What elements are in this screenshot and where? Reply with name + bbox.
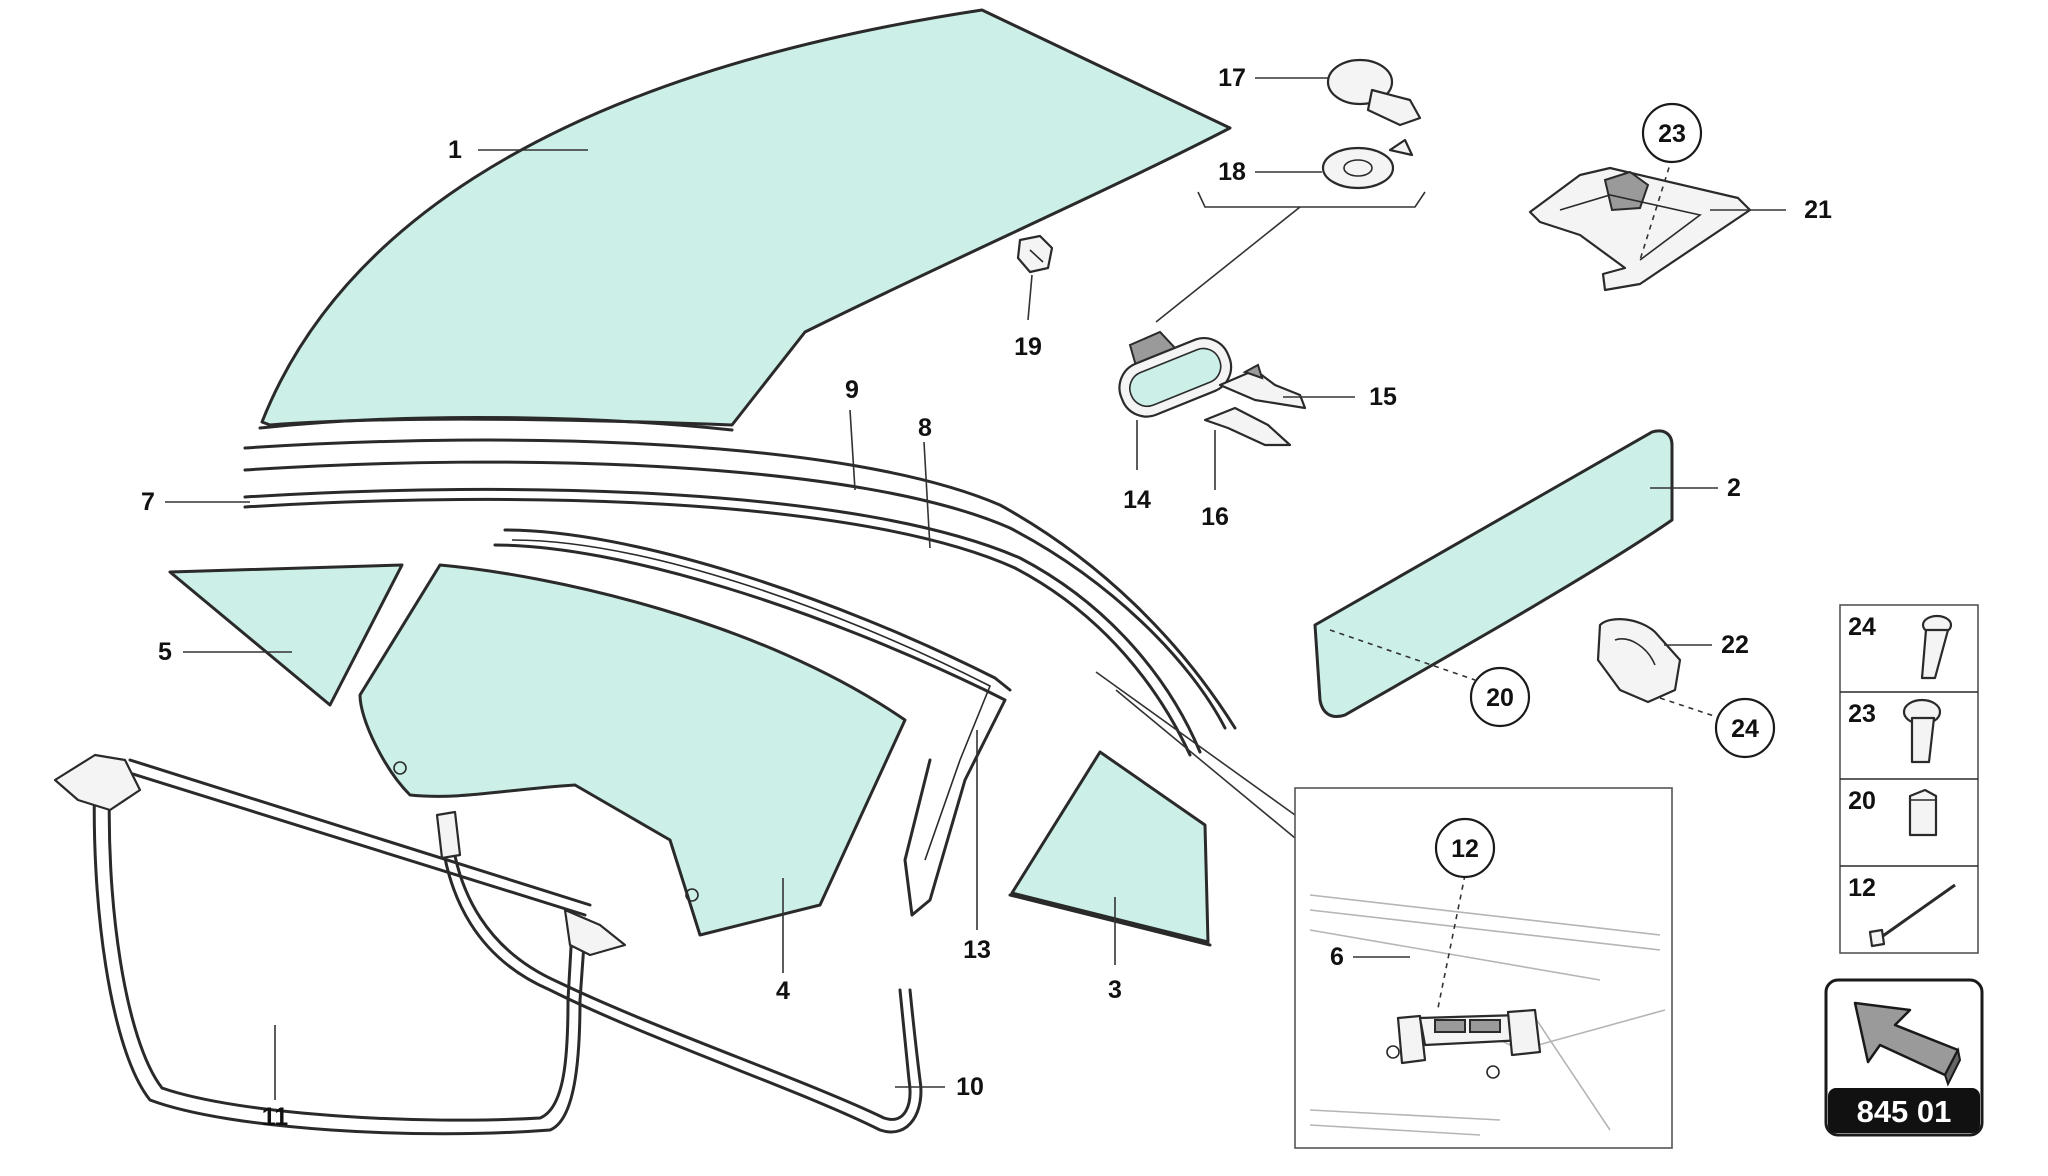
callout-6: 6: [1330, 943, 1344, 971]
callout-14: 14: [1123, 486, 1151, 514]
legend-number-20: 20: [1848, 787, 1876, 815]
page-nav-badge[interactable]: 845 01: [1824, 978, 1984, 1137]
sensor-bracket-part-21: [1528, 166, 1752, 292]
legend-number-23: 23: [1848, 700, 1876, 728]
fastener-legend: 24 23 20 12: [1839, 604, 1979, 954]
spacer-block-icon: [1908, 788, 1938, 837]
rear-view-mirror-part-14: [1118, 330, 1233, 418]
callout-8: 8: [918, 414, 932, 442]
screw-icon: [1920, 614, 1953, 680]
lower-door-seal-part-10: [435, 810, 923, 1134]
callout-1: 1: [448, 136, 462, 164]
callout-21: 21: [1804, 196, 1832, 224]
callout-16: 16: [1201, 503, 1229, 531]
circled-ref-24: 24: [1731, 715, 1759, 743]
callout-11: 11: [262, 1103, 289, 1131]
callout-19: 19: [1014, 333, 1042, 361]
callout-5: 5: [158, 638, 172, 666]
legend-number-12: 12: [1848, 874, 1876, 902]
mirror-trim-part-16: [1203, 406, 1292, 447]
callout-9: 9: [845, 376, 859, 404]
group-bracket: [1197, 191, 1426, 208]
callout-22: 22: [1721, 631, 1749, 659]
door-frame-seal-part-11: [53, 753, 627, 1136]
callout-13: 13: [963, 936, 991, 964]
arrow-up-left-icon: [1853, 1001, 1962, 1087]
windscreen-part-1: [258, 8, 1232, 432]
mirror-cover-part-15: [1218, 363, 1307, 410]
circled-ref-23: 23: [1658, 120, 1686, 148]
front-quarter-glass-part-5: [168, 563, 404, 707]
legend-number-24: 24: [1848, 613, 1876, 641]
sensor-bracket-part-18: [1321, 138, 1414, 190]
door-glass-part-4: [358, 563, 907, 937]
callout-4: 4: [776, 977, 790, 1005]
callout-17: 17: [1218, 64, 1246, 92]
callout-18: 18: [1218, 158, 1246, 186]
roof-seals: [243, 438, 1237, 757]
rivet-pin-icon: [1868, 883, 1956, 948]
rear-quarter-glass-part-3: [1008, 750, 1212, 947]
flange-screw-icon: [1902, 698, 1942, 764]
callout-2: 2: [1727, 474, 1741, 502]
circled-ref-20: 20: [1486, 684, 1514, 712]
clip-part-19: [1016, 234, 1054, 274]
glass-strip-part-2: [1313, 429, 1674, 718]
visor-clip-part-22: [1596, 618, 1682, 704]
glass-guide-channel-part-13: [493, 528, 1012, 917]
callout-10: 10: [956, 1073, 984, 1101]
circled-ref-12: 12: [1451, 835, 1479, 863]
sensor-cover-part-17: [1326, 58, 1422, 127]
page-code: 845 01: [1857, 1094, 1952, 1129]
callout-15: 15: [1369, 383, 1397, 411]
callout-3: 3: [1108, 976, 1122, 1004]
callout-7: 7: [141, 488, 155, 516]
